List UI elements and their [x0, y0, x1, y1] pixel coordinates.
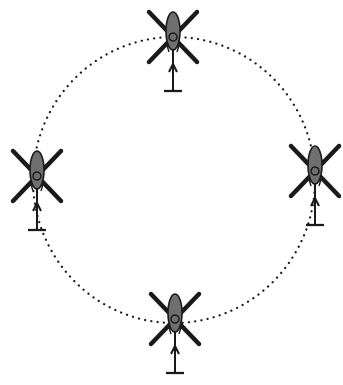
- helicopter-icon-left: [13, 151, 61, 230]
- helicopter-icon-top: [149, 12, 197, 91]
- helicopter-icon-bottom: [151, 294, 199, 373]
- helicopter-icon-right: [291, 146, 339, 225]
